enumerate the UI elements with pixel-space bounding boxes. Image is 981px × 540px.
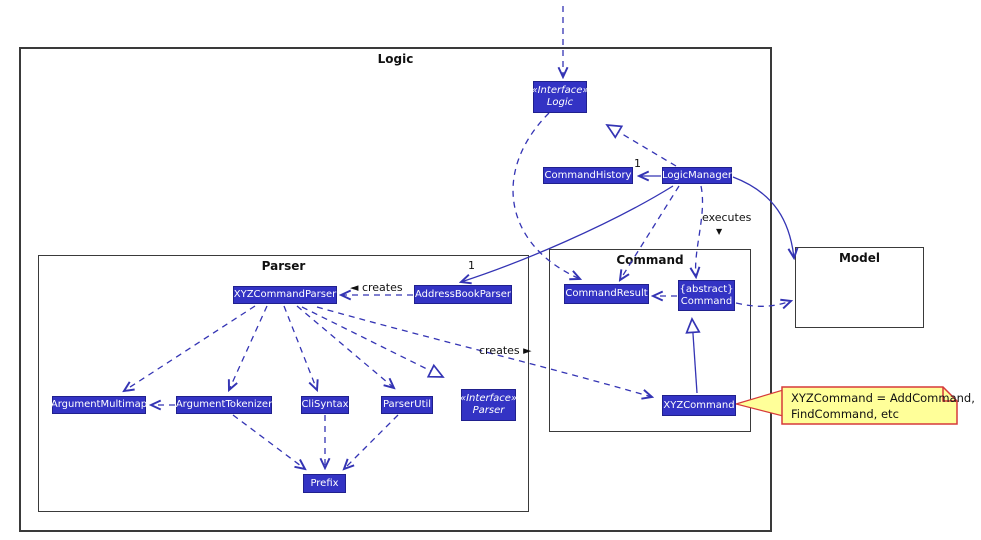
label-addressbookparser-multiplicity: 1 [468, 259, 475, 272]
label-executes-pointer-icon: ▼ [716, 227, 723, 236]
class-abstract-command-name: Command [680, 295, 733, 307]
class-xyzcommand-name: XYZCommand [663, 399, 735, 411]
class-commandresult: CommandResult [564, 284, 649, 304]
label-creates-right: creates ► [479, 344, 532, 357]
label-creates-left: ◄ creates [350, 281, 403, 294]
class-addressbookparser-name: AddressBookParser [415, 288, 512, 300]
note-line-2: FindCommand, etc [791, 407, 899, 421]
class-argumenttokenizer-name: ArgumentTokenizer [175, 399, 273, 410]
package-command-title: Command [616, 253, 684, 267]
package-logic: Logic [19, 47, 772, 532]
class-commandresult-name: CommandResult [565, 288, 648, 299]
package-model: Model [795, 247, 924, 328]
class-parserutil: ParserUtil [381, 396, 433, 414]
class-clisyntax-name: CliSyntax [301, 399, 349, 410]
class-argumenttokenizer: ArgumentTokenizer [176, 396, 272, 414]
class-abstract-command: {abstract} Command [678, 280, 735, 311]
class-prefix: Prefix [303, 474, 346, 493]
class-parser-interface-stereotype: «Interface» [459, 393, 518, 404]
package-parser-title: Parser [261, 259, 306, 273]
class-parserutil-name: ParserUtil [382, 399, 432, 410]
class-commandhistory: CommandHistory [543, 167, 633, 184]
class-logic-interface: «Interface» Logic [531, 81, 589, 113]
class-clisyntax: CliSyntax [301, 396, 349, 414]
class-abstract-command-stereotype: {abstract} [679, 283, 734, 295]
class-xyzcommandparser: XYZCommandParser [233, 286, 337, 304]
class-xyzcommandparser-name: XYZCommandParser [233, 289, 337, 300]
class-prefix-name: Prefix [310, 477, 339, 489]
class-argumentmultimap: ArgumentMultimap [50, 396, 148, 414]
note-text: XYZCommand = AddCommand, FindCommand, et… [791, 390, 975, 422]
note-line-1: XYZCommand = AddCommand, [791, 391, 975, 405]
label-executes: executes [702, 211, 752, 224]
class-logic-interface-name: Logic [546, 97, 574, 108]
label-commandhistory-multiplicity: 1 [634, 157, 641, 170]
package-model-title: Model [838, 251, 881, 265]
class-addressbookparser: AddressBookParser [414, 285, 512, 304]
class-xyzcommand: XYZCommand [662, 395, 736, 416]
class-parser-interface-name: Parser [472, 405, 505, 416]
class-commandhistory-name: CommandHistory [544, 169, 632, 181]
class-parser-interface: «Interface» Parser [459, 389, 518, 421]
class-logicmanager: LogicManager [662, 167, 732, 184]
class-logicmanager-name: LogicManager [662, 169, 732, 181]
class-logic-interface-stereotype: «Interface» [531, 85, 589, 96]
package-logic-title: Logic [377, 52, 414, 66]
class-argumentmultimap-name: ArgumentMultimap [50, 399, 148, 410]
